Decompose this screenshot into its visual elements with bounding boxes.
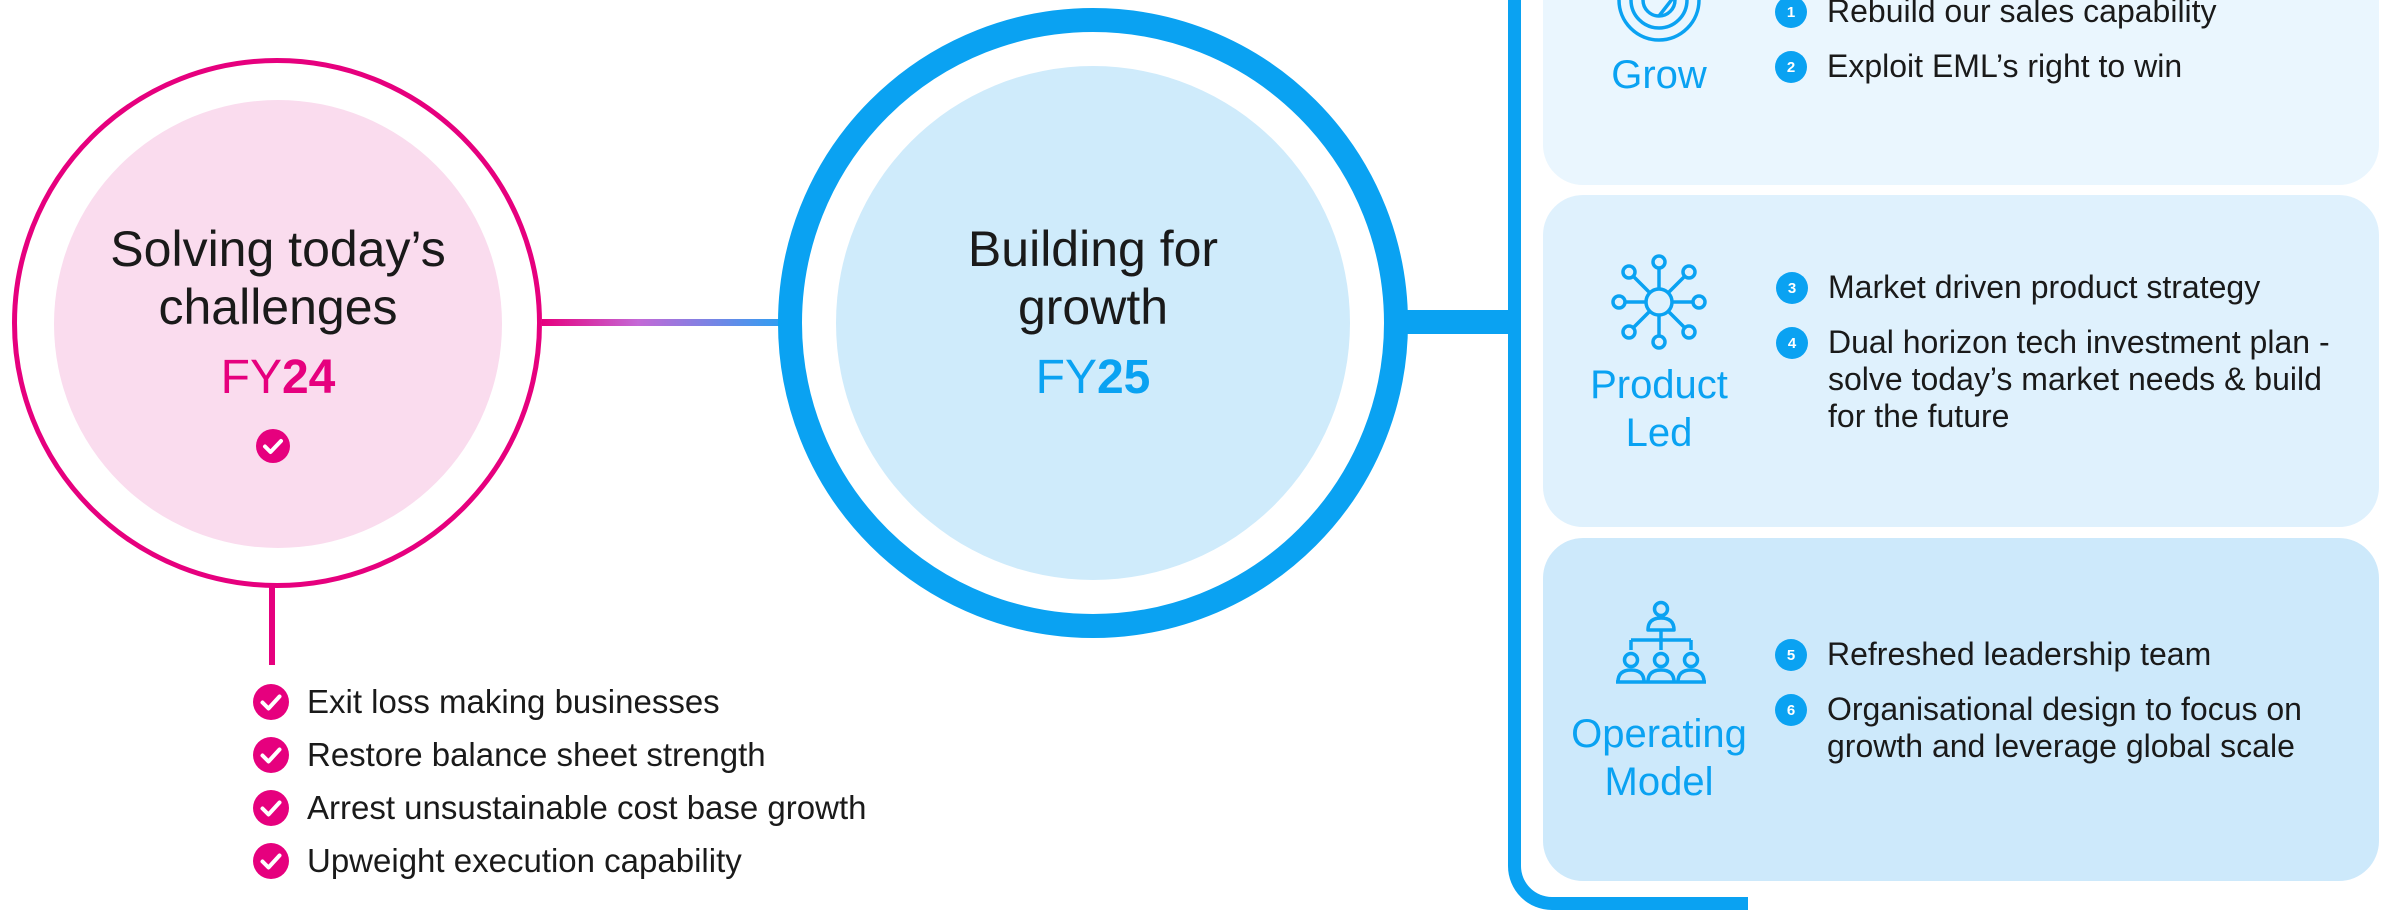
- pillar-items-product-led: 3 Market driven product strategy 4 Dual …: [1776, 269, 2348, 453]
- number-badge: 2: [1775, 51, 1807, 83]
- list-item: Restore balance sheet strength: [253, 728, 866, 781]
- list-item-text: Arrest unsustainable cost base growth: [307, 788, 867, 826]
- pillar-label-operating-model: Operating Model: [1549, 710, 1769, 806]
- list-item: Arrest unsustainable cost base growth: [253, 781, 866, 834]
- number-badge: 1: [1775, 0, 1807, 28]
- org-chart-icon: [1616, 600, 1706, 684]
- pillar-label-line1: Product: [1590, 363, 1728, 407]
- fy24-year-suffix: 24: [281, 351, 336, 404]
- list-item: 1 Rebuild our sales capability: [1775, 0, 2347, 30]
- list-item-text: Refreshed leadership team: [1827, 636, 2212, 672]
- list-item-text: Restore balance sheet strength: [307, 735, 766, 773]
- fy24-down-connector: [269, 585, 275, 665]
- fy25-title: Building for growth: [836, 220, 1350, 336]
- number-badge: 6: [1775, 694, 1807, 726]
- fy25-year-suffix: 25: [1096, 351, 1151, 404]
- list-item-text: Dual horizon tech investment plan - solv…: [1828, 324, 2330, 434]
- connector-fy25-bracket: [1405, 310, 1515, 334]
- list-item: 4 Dual horizon tech investment plan - so…: [1776, 324, 2348, 435]
- pillar-label-line2: Led: [1625, 411, 1693, 455]
- check-circle-icon: [253, 683, 289, 720]
- fy24-title: Solving today’s challenges: [54, 220, 502, 336]
- pillar-card-operating-model: Operating Model 5 Refreshed leadership t…: [1543, 538, 2379, 881]
- check-circle-icon: [253, 736, 289, 773]
- fy24-title-line1: Solving today’s: [110, 221, 446, 277]
- fy24-circle-fill: [54, 100, 502, 548]
- list-item-text: Market driven product strategy: [1828, 269, 2261, 305]
- list-item: 5 Refreshed leadership team: [1775, 636, 2347, 673]
- list-item-text: Rebuild our sales capability: [1827, 0, 2217, 29]
- pillar-label-grow: Grow: [1611, 53, 1707, 97]
- pillar-card-product-led: Product Led 3 Market driven product stra…: [1543, 195, 2379, 527]
- fy24-list: Exit loss making businesses Restore bala…: [253, 675, 866, 887]
- network-hub-icon: [1611, 254, 1707, 350]
- pillar-items-operating-model: 5 Refreshed leadership team 6 Organisati…: [1775, 636, 2347, 783]
- list-item: 3 Market driven product strategy: [1776, 269, 2348, 306]
- number-badge: 4: [1776, 327, 1808, 359]
- pillar-items-grow: 1 Rebuild our sales capability 2 Exploit…: [1775, 0, 2347, 103]
- fy24-year-label: FY24: [54, 350, 502, 405]
- list-item: 6 Organisational design to focus on grow…: [1775, 691, 2347, 765]
- target-icon: [1617, 0, 1701, 42]
- pillar-card-grow: Grow 1 Rebuild our sales capability 2 Ex…: [1543, 0, 2379, 185]
- list-item: Upweight execution capability: [253, 834, 866, 887]
- check-circle-icon: [256, 429, 290, 463]
- pillar-label-line1: Operating: [1571, 712, 1747, 756]
- fy25-title-line2: growth: [1017, 279, 1169, 335]
- fy25-year-prefix: FY: [1035, 351, 1097, 404]
- check-circle-icon: [253, 842, 289, 879]
- check-circle-icon: [253, 789, 289, 826]
- number-badge: 3: [1776, 272, 1808, 304]
- fy24-title-line2: challenges: [158, 279, 398, 335]
- fy25-year-label: FY25: [836, 350, 1350, 405]
- fy25-title-line1: Building for: [967, 221, 1219, 277]
- fy24-year-prefix: FY: [220, 351, 282, 404]
- connector-fy24-fy25: [542, 319, 782, 326]
- list-item: Exit loss making businesses: [253, 675, 866, 728]
- list-item-text: Exploit EML’s right to win: [1827, 48, 2183, 84]
- list-item: 2 Exploit EML’s right to win: [1775, 48, 2347, 85]
- number-badge: 5: [1775, 639, 1807, 671]
- list-item-text: Organisational design to focus on growth…: [1827, 691, 2302, 764]
- pillar-label-line2: Model: [1604, 760, 1714, 804]
- fy25-circle-fill: [836, 66, 1350, 580]
- pillars-bracket: [1508, 0, 1748, 910]
- list-item-text: Exit loss making businesses: [307, 682, 720, 720]
- list-item-text: Upweight execution capability: [307, 841, 742, 879]
- pillar-label-product-led: Product Led: [1549, 361, 1769, 457]
